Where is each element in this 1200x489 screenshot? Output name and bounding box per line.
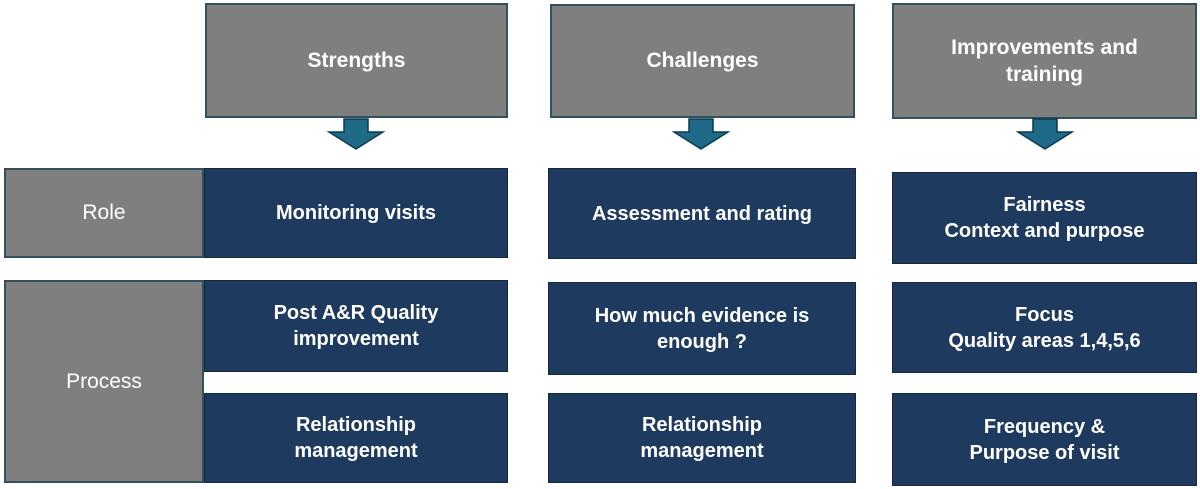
cell-challenges-role: Assessment and rating xyxy=(548,168,856,259)
header-strengths-label: Strengths xyxy=(307,48,406,72)
header-improvements-training-label: Improvements and training xyxy=(951,35,1138,86)
cell-improvements-process-1: Focus Quality areas 1,4,5,6 xyxy=(892,282,1197,373)
header-strengths: Strengths xyxy=(205,3,508,118)
down-arrow-icon xyxy=(672,118,730,150)
row-label-role: Role xyxy=(4,168,204,258)
cell-improvements-process-1-text: Focus Quality areas 1,4,5,6 xyxy=(948,303,1141,352)
header-challenges: Challenges xyxy=(550,4,855,118)
cell-improvements-role: Fairness Context and purpose xyxy=(892,172,1197,264)
cell-strengths-role-text: Monitoring visits xyxy=(276,202,436,224)
cell-strengths-process-2-text: Relationship management xyxy=(294,414,418,462)
cell-challenges-process-1-text: How much evidence is enough ? xyxy=(594,304,810,353)
cell-challenges-process-2-text: Relationship management xyxy=(640,414,764,462)
cell-challenges-process-2: Relationship management xyxy=(548,393,856,483)
header-improvements-training: Improvements and training xyxy=(892,3,1197,119)
down-arrow-icon xyxy=(1016,118,1074,150)
cell-challenges-role-text: Assessment and rating xyxy=(591,202,813,225)
cell-improvements-process-2: Frequency & Purpose of visit xyxy=(892,393,1197,486)
row-label-process-text: Process xyxy=(66,369,142,393)
cell-strengths-role: Monitoring visits xyxy=(204,168,508,258)
row-label-process: Process xyxy=(4,280,204,483)
cell-strengths-process-2: Relationship management xyxy=(204,393,508,483)
cell-improvements-role-text: Fairness Context and purpose xyxy=(944,194,1145,242)
row-label-role-text: Role xyxy=(82,201,126,225)
cell-strengths-process-1-text: Post A&R Quality improvement xyxy=(273,302,439,350)
header-challenges-label: Challenges xyxy=(646,49,759,73)
cell-strengths-process-1: Post A&R Quality improvement xyxy=(204,280,508,372)
cell-challenges-process-1: How much evidence is enough ? xyxy=(548,282,856,375)
cell-improvements-process-2-text: Frequency & Purpose of visit xyxy=(969,415,1120,464)
down-arrow-icon xyxy=(327,118,385,150)
